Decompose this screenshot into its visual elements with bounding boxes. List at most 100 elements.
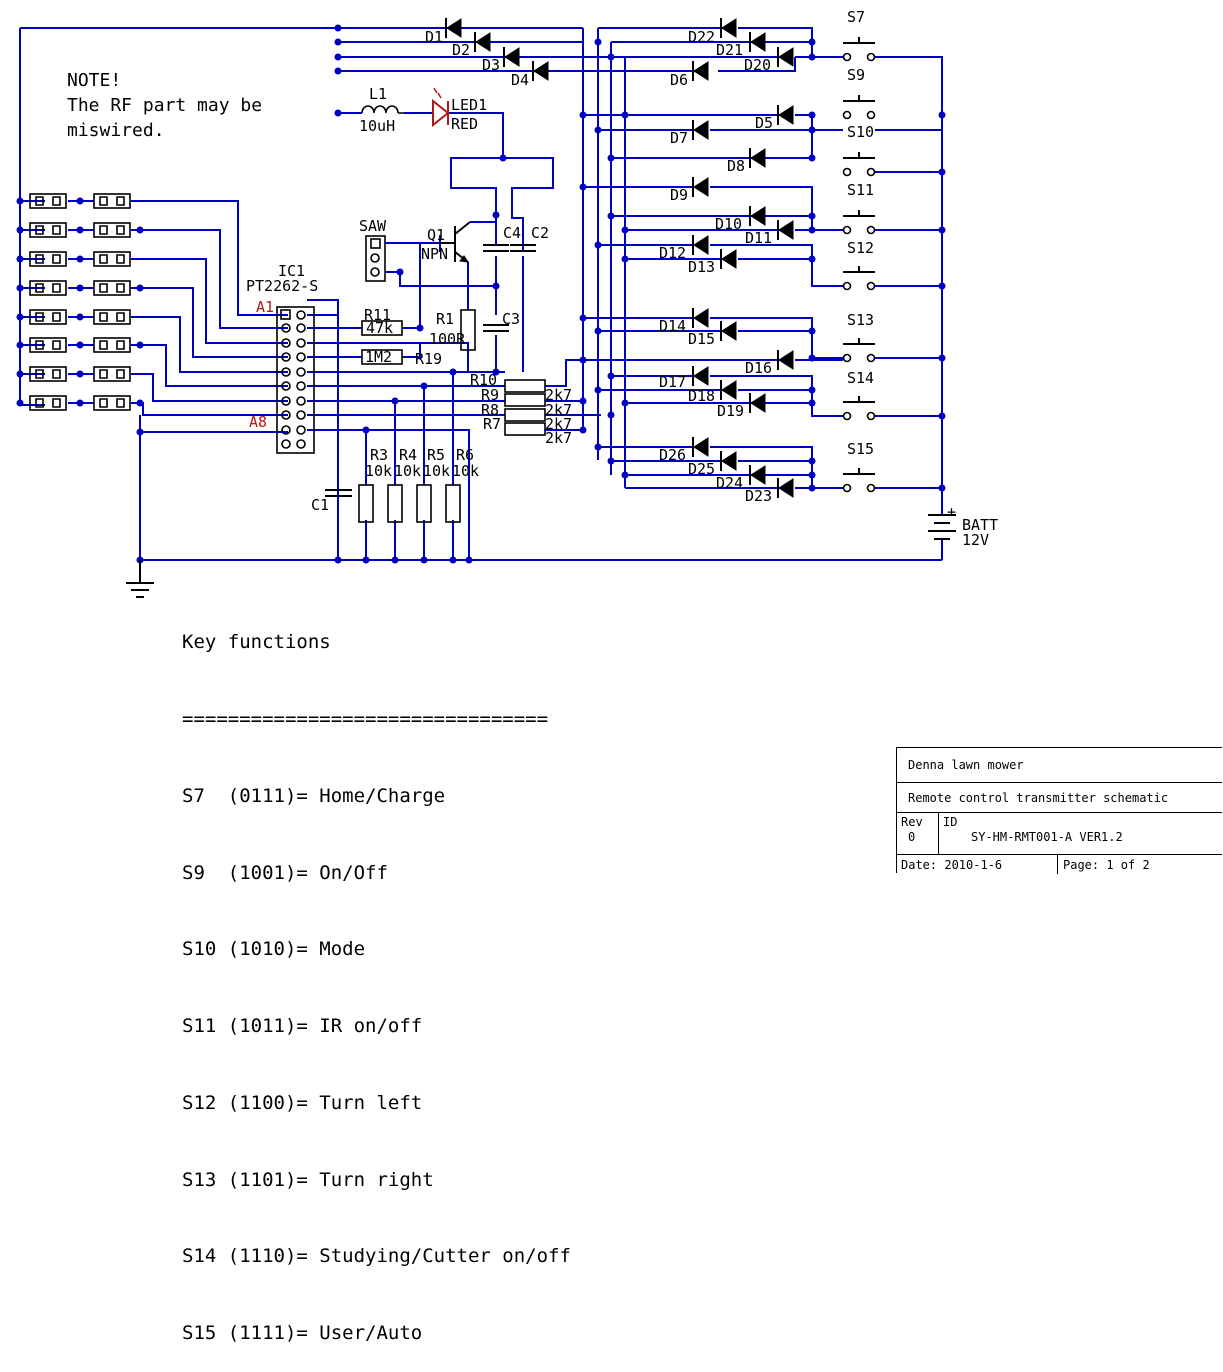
diode-d20: D20 [744, 47, 794, 74]
diode-label: D16 [745, 359, 772, 377]
diode-label: D13 [688, 258, 715, 276]
switch-s7: S7 [842, 8, 876, 62]
switch-s13: S13 [842, 311, 876, 363]
diode-label: D26 [659, 446, 686, 464]
diode-label: D7 [670, 129, 688, 147]
rev-value: 0 [908, 830, 916, 844]
ic1-body [276, 306, 315, 454]
ic1-ref: IC1 [278, 262, 305, 280]
diode-label: D3 [482, 56, 500, 74]
switch-s15: S15 [842, 440, 876, 493]
key-function-row: S7 (0111)= Home/Charge [182, 784, 446, 807]
component-labels: IC1 PT2262-S A1 A8 L1 10uH LED1 RED SAW … [246, 85, 998, 549]
r11-ref: R11 [364, 306, 391, 324]
led1-ref: LED1 [451, 96, 487, 114]
schematic-description: Remote control transmitter schematic [908, 791, 1169, 805]
diode-d7: D7 [670, 120, 709, 147]
diode-label: D11 [745, 229, 772, 247]
transistor-q1 [440, 221, 496, 263]
diode-label: D20 [744, 56, 771, 74]
ground-symbol [126, 560, 154, 598]
project-name: Denna lawn mower [908, 758, 1024, 772]
r9-ref: R9 [481, 386, 499, 404]
r5-ref: R5 [427, 446, 445, 464]
key-function-row: S15 (1111)= User/Auto [182, 1322, 423, 1345]
diode-d9: D9 [670, 177, 709, 204]
key-function-row: S9 (1001)= On/Off [182, 861, 388, 884]
led1 [432, 87, 450, 128]
batt-ref: BATT [962, 516, 998, 534]
diode-label: D15 [688, 330, 715, 348]
diode-d15: D15 [688, 321, 737, 348]
diode-d12: D12 [659, 235, 709, 262]
r4-value: 10k [394, 462, 421, 480]
id-label: ID [943, 815, 958, 829]
switch-label: S12 [847, 239, 874, 257]
r6-value: 10k [452, 462, 479, 480]
diode-d5: D5 [755, 105, 794, 132]
switch-s11: S11 [842, 181, 876, 235]
key-functions-table: Key functions ==========================… [182, 579, 571, 1372]
diode-label: D9 [670, 186, 688, 204]
note-line: miswired. [67, 120, 165, 141]
diode-d8: D8 [727, 148, 766, 175]
schematic-canvas: D1D2D3D4D5D6D7D8D9D10D11D12D13D14D15D16D… [16, 8, 998, 598]
diode-d3: D3 [482, 47, 520, 74]
r5-value: 10k [423, 462, 450, 480]
connector-blocks [29, 193, 131, 411]
diode-label: D14 [659, 317, 686, 335]
inductor-l1 [361, 105, 404, 114]
key-function-row: S14 (1110)= Studying/Cutter on/off [182, 1245, 571, 1268]
switch-label: S13 [847, 311, 874, 329]
diode-d22: D22 [688, 18, 737, 46]
diode-label: D19 [717, 402, 744, 420]
title-block: Denna lawn mower Remote control transmit… [896, 747, 1222, 874]
diode-d23: D23 [745, 478, 794, 505]
r8-value: 2k7 [545, 401, 572, 419]
saw-resonator [365, 235, 386, 282]
switch-label: S11 [847, 181, 874, 199]
ic1-pin-a8: A8 [249, 413, 267, 431]
id-value: SY-HM-RMT001-A VER1.2 [971, 830, 1123, 844]
r11-value: 47k [366, 319, 393, 337]
switch-label: S15 [847, 440, 874, 458]
diode-symbols: D1D2D3D4D5D6D7D8D9D10D11D12D13D14D15D16D… [425, 18, 794, 505]
c1-label: C1 [311, 496, 329, 514]
diode-d4: D4 [511, 61, 549, 89]
resistors [358, 309, 546, 523]
q1-type: NPN [421, 245, 448, 263]
diode-d2: D2 [452, 32, 491, 59]
diode-d16: D16 [745, 350, 794, 377]
ic1-part: PT2262-S [246, 277, 318, 295]
diode-d11: D11 [745, 220, 794, 247]
switch-s10: S10 [842, 123, 876, 177]
diode-d6: D6 [670, 61, 709, 89]
saw-label: SAW [359, 217, 387, 235]
capacitors [325, 244, 536, 515]
r1-value: 100R [429, 330, 466, 348]
switch-label: S9 [847, 66, 865, 84]
diode-label: D10 [715, 215, 742, 233]
r7-ref: R7 [483, 415, 501, 433]
diode-label: D6 [670, 71, 688, 89]
diode-d21: D21 [716, 32, 766, 59]
battery-symbol [928, 514, 956, 540]
switch-s14: S14 [842, 369, 876, 421]
switch-label: S14 [847, 369, 874, 387]
title-block-date-row: Date: 2010-1-6 Page: 1 of 2 [897, 855, 1222, 874]
r7-value: 2k7 [545, 415, 572, 433]
r19-value: 1M2 [365, 348, 392, 366]
key-function-row: S10 (1010)= Mode [182, 938, 366, 961]
diode-label: D8 [727, 157, 745, 175]
r1-ref: R1 [436, 310, 454, 328]
key-functions-rule: ================================ [182, 707, 549, 730]
diode-label: D12 [659, 244, 686, 262]
r9-value: 2k7 [545, 386, 572, 404]
rev-label: Rev [901, 815, 923, 829]
ic1-pin-a1: A1 [256, 298, 274, 316]
diode-d26: D26 [659, 437, 709, 464]
switch-s12: S12 [842, 239, 876, 291]
c3-label: C3 [502, 310, 520, 328]
diode-label: D2 [452, 41, 470, 59]
